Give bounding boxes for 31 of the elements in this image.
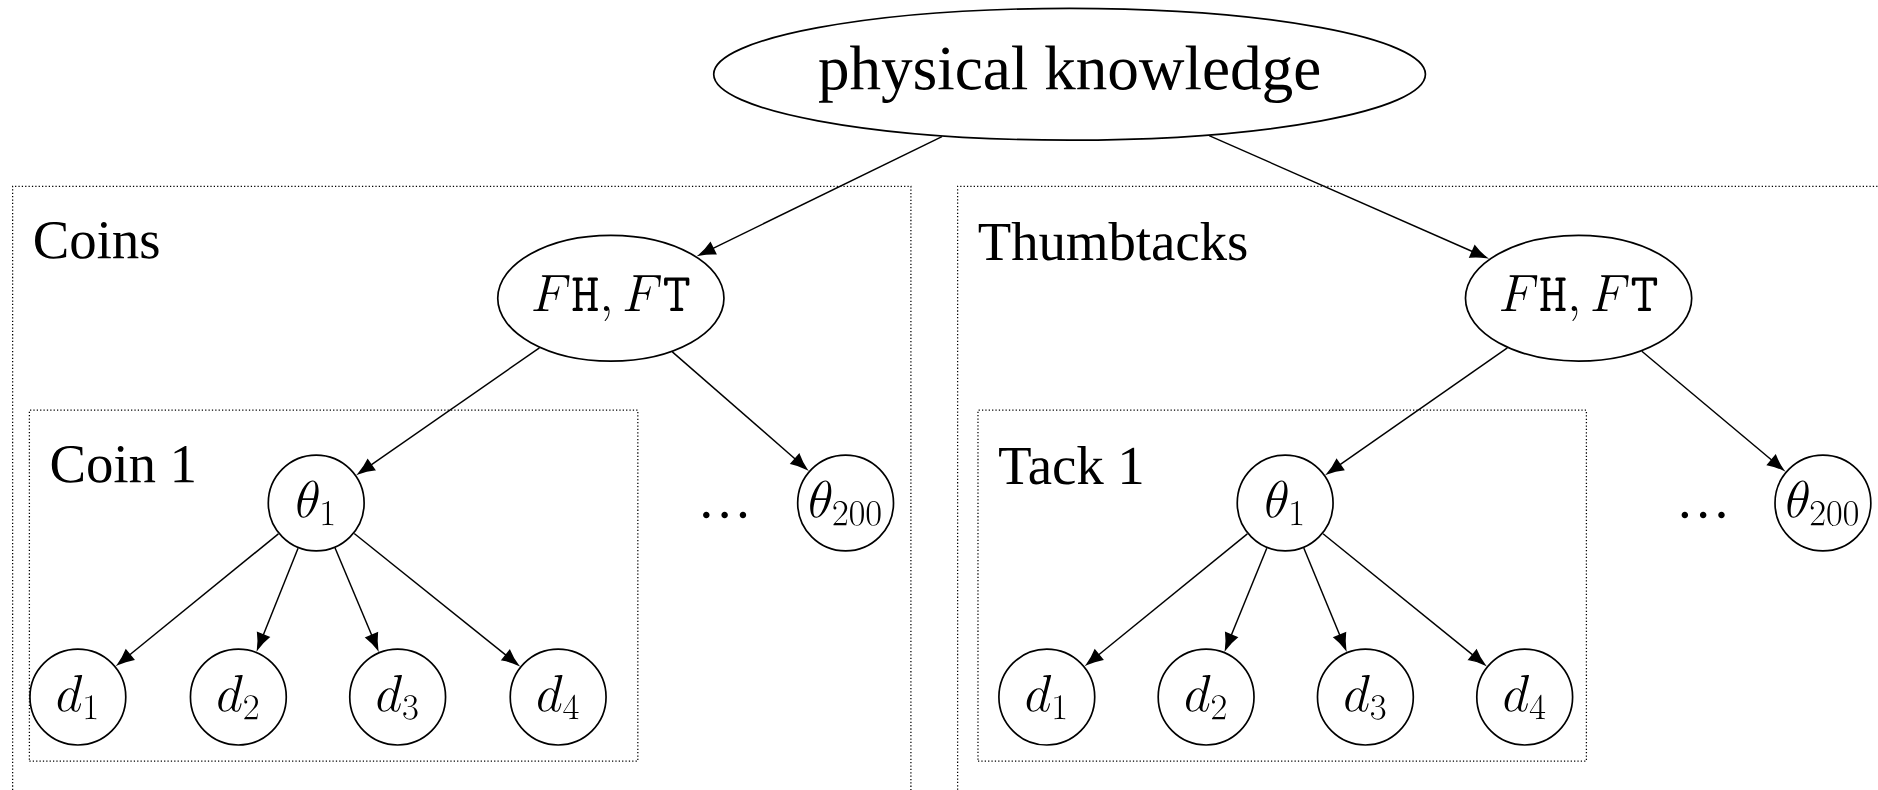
arrow <box>334 547 379 650</box>
arrow <box>698 135 943 256</box>
circle-node: $d_4$ <box>509 648 607 746</box>
circle-node: $\theta_1$ <box>1236 454 1334 552</box>
arrow <box>671 350 808 470</box>
circle-node: $d_1$ <box>998 648 1096 746</box>
circle-node: $d_1$ <box>29 648 127 746</box>
ellipse-node: $F\mathtt{H},F\mathtt{T}$ <box>496 234 725 362</box>
circle-node: $\theta_{200}$ <box>1774 454 1872 552</box>
arrow <box>1303 547 1347 650</box>
arrow <box>1322 532 1486 666</box>
ellipsis-label: … <box>1681 511 1725 518</box>
ellipsis-label: … <box>703 511 747 518</box>
arrow <box>117 532 280 665</box>
circle-node: $d_2$ <box>1157 648 1255 746</box>
circle-node: $\theta_{200}$ <box>796 454 895 552</box>
circle-node: $d_3$ <box>348 648 447 746</box>
circle-node: $d_4$ <box>1475 648 1574 746</box>
circle-node: $\theta_1$ <box>267 454 365 552</box>
arrow <box>353 532 519 666</box>
arrow <box>1224 547 1268 650</box>
circle-node: $d_3$ <box>1316 648 1415 746</box>
arrow <box>1641 350 1785 471</box>
arrow <box>256 547 299 650</box>
arrow <box>357 346 541 475</box>
arrow <box>1326 347 1509 474</box>
circle-node: $d_2$ <box>189 648 288 746</box>
arrow <box>1086 532 1249 665</box>
arrow <box>1208 134 1488 259</box>
ellipse-node: physical knowledge <box>712 7 1427 141</box>
ellipse-node: $F\mathtt{H},F\mathtt{T}$ <box>1464 234 1693 362</box>
